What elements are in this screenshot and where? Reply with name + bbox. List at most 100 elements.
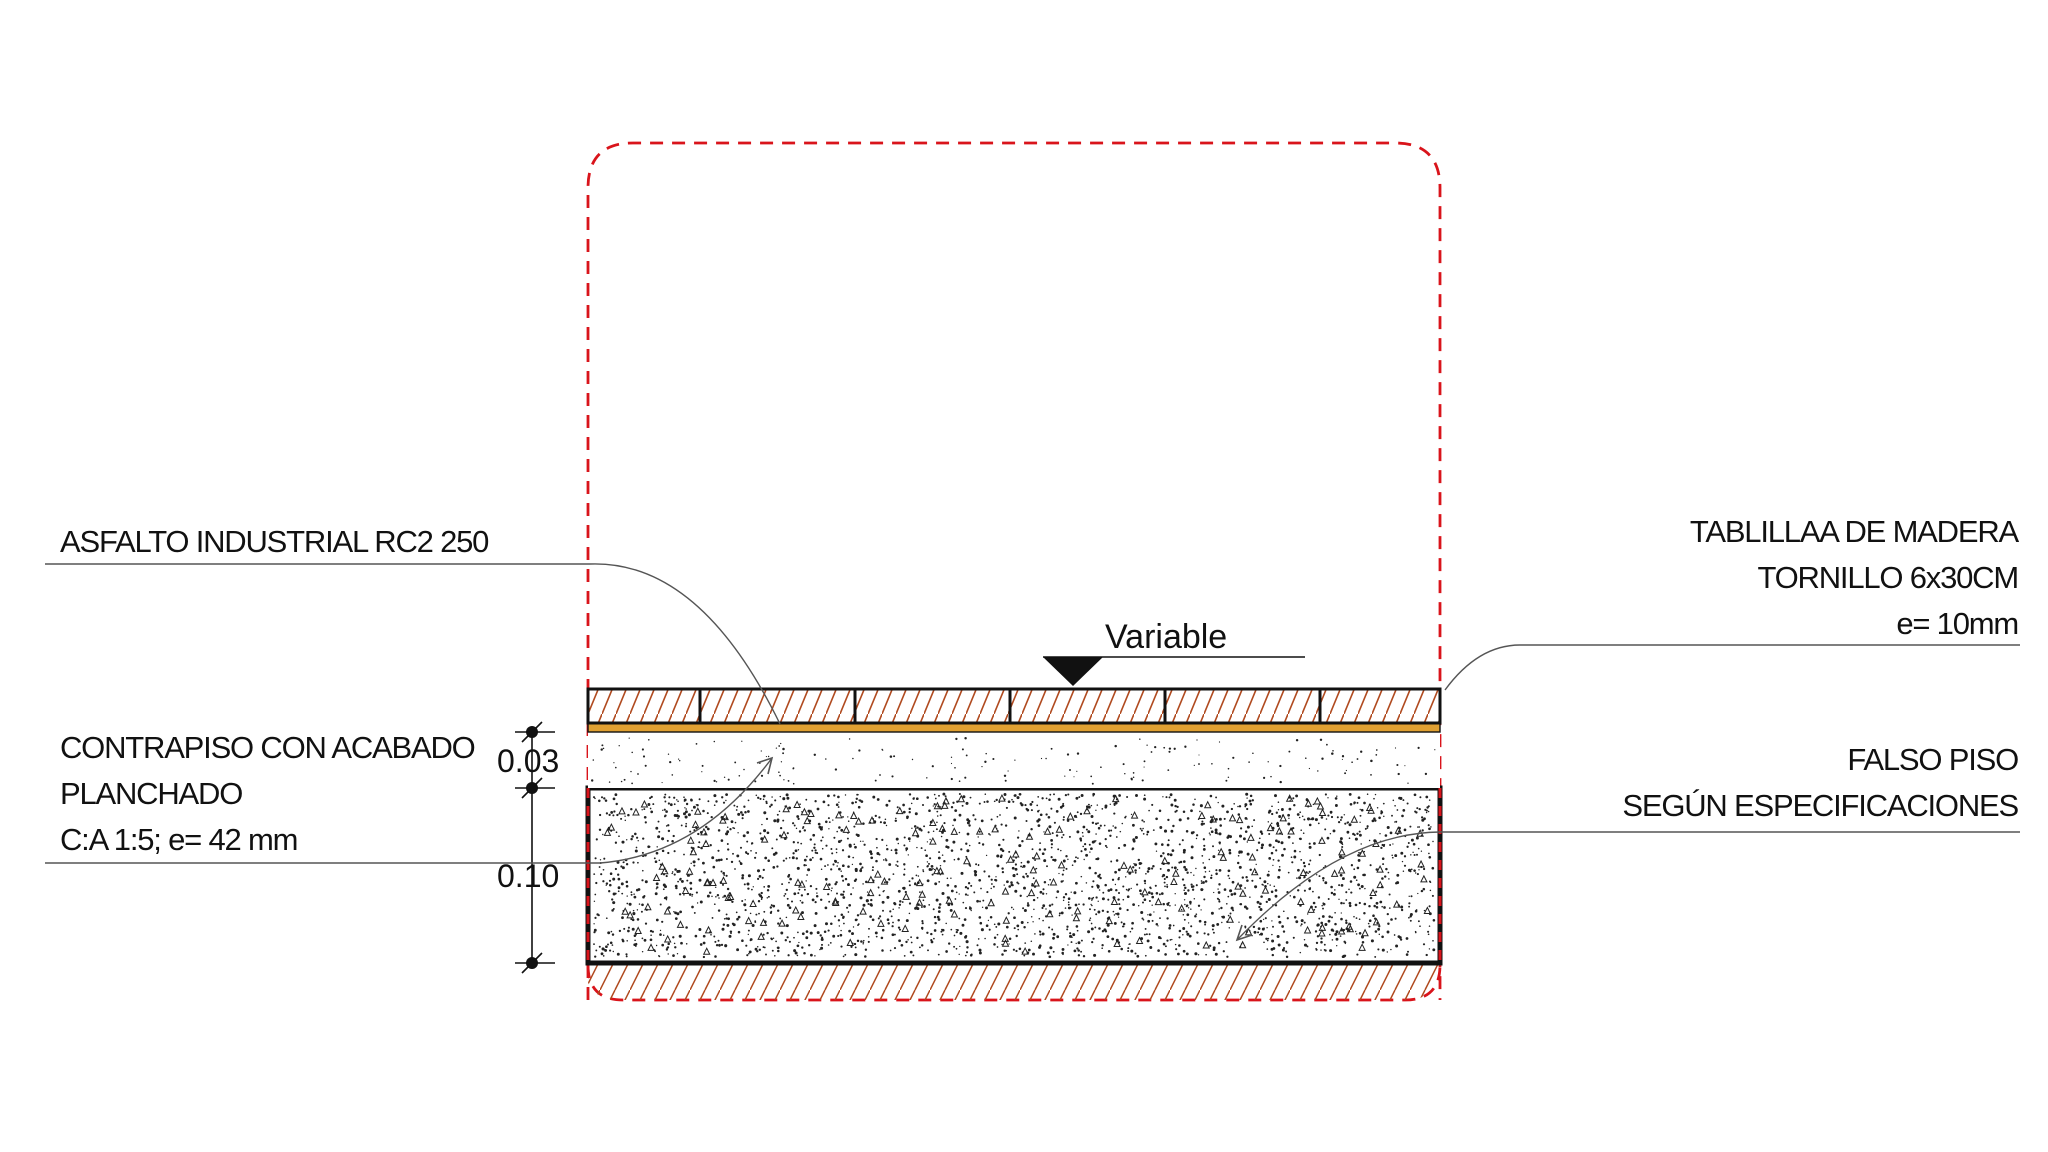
speckle-dot [794, 849, 798, 853]
aggregate-mark [1244, 927, 1253, 936]
speckle-dot [984, 937, 986, 940]
speckle-dot [1274, 794, 1277, 798]
speckle-dot [875, 837, 878, 841]
speckle-dot [1295, 738, 1299, 742]
speckle-dot [598, 866, 601, 868]
speckle-dot [1152, 864, 1155, 868]
speckle-dot [1273, 885, 1276, 888]
speckle-dot [891, 933, 895, 937]
speckle-dot [643, 815, 647, 819]
speckle-dot [1390, 918, 1393, 921]
speckle-dot [847, 816, 849, 818]
speckle-dot [1007, 800, 1011, 804]
aggregate-mark [1032, 851, 1041, 860]
aggregate-mark [902, 892, 910, 900]
speckle-dot [1030, 916, 1033, 918]
speckle-dot [862, 840, 864, 842]
speckle-dot [667, 851, 670, 855]
speckle-dot [926, 777, 928, 779]
speckle-dot [1096, 884, 1099, 887]
speckle-dot [1050, 856, 1053, 859]
speckle-dot [1150, 892, 1154, 895]
speckle-dot [661, 782, 663, 784]
speckle-dot [734, 868, 736, 870]
speckle-dot [908, 793, 912, 796]
speckle-dot [736, 805, 739, 808]
speckle-dot [1282, 947, 1286, 950]
speckle-dot [767, 755, 770, 758]
speckle-dot [961, 923, 965, 927]
speckle-dot [1075, 856, 1077, 859]
speckle-dot [1336, 945, 1338, 947]
speckle-dot [1198, 754, 1200, 756]
speckle-dot [879, 915, 882, 918]
aggregate-mark [929, 836, 937, 845]
speckle-dot [996, 815, 999, 818]
speckle-dot [1400, 905, 1404, 909]
speckle-dot [936, 815, 939, 817]
speckle-dot [741, 740, 743, 742]
speckle-dot [824, 906, 828, 910]
speckle-dot [654, 892, 658, 896]
speckle-dot [1239, 902, 1243, 906]
speckle-dot [889, 755, 893, 758]
label-tablilla-line2: TORNILLO 6x30CM [1757, 560, 2018, 595]
speckle-dot [777, 949, 780, 953]
speckle-dot [1010, 881, 1013, 884]
speckle-dot [1303, 921, 1306, 924]
speckle-dot [760, 750, 762, 752]
speckle-dot [772, 937, 775, 939]
speckle-dot [1011, 884, 1014, 887]
speckle-dot [1178, 843, 1181, 846]
speckle-dot [1034, 933, 1036, 935]
aggregate-mark [975, 826, 984, 835]
speckle-dot [751, 888, 753, 891]
speckle-dot [870, 898, 873, 902]
speckle-dot [805, 930, 809, 933]
speckle-dot [747, 887, 750, 890]
speckle-dot [1174, 893, 1176, 895]
speckle-dot [840, 893, 843, 896]
speckle-dot [1182, 850, 1186, 854]
speckle-dot [727, 778, 730, 781]
speckle-dot [1210, 827, 1212, 829]
speckle-dot [1281, 853, 1284, 857]
aggregate-mark [703, 878, 711, 887]
speckle-dot [734, 761, 737, 764]
speckle-dot [798, 830, 802, 833]
speckle-dot [840, 874, 844, 878]
speckle-dot [706, 894, 710, 898]
speckle-dot [795, 827, 798, 830]
speckle-dot [608, 813, 611, 817]
speckle-dot [1335, 930, 1339, 934]
speckle-dot [1075, 796, 1079, 800]
speckle-dot [1139, 738, 1141, 740]
speckle-dot [1041, 906, 1044, 910]
speckle-dot [978, 948, 982, 952]
speckle-dot [1236, 861, 1240, 865]
speckle-dot [1129, 930, 1132, 933]
speckle-dot [1267, 937, 1270, 940]
speckle-dot [722, 801, 726, 804]
speckle-dot [715, 859, 719, 862]
speckle-dot [751, 923, 755, 928]
speckle-dot [1293, 855, 1297, 859]
aggregate-mark [647, 943, 655, 951]
speckle-dot [625, 953, 628, 956]
speckle-dot [683, 812, 686, 816]
speckle-dot [999, 847, 1003, 851]
aggregate-mark [880, 876, 889, 885]
speckle-dot [630, 891, 633, 894]
speckle-dot [885, 803, 889, 807]
speckle-dot [1373, 917, 1377, 920]
aggregate-mark [681, 886, 690, 894]
speckle-dot [1360, 808, 1364, 812]
speckle-dot [941, 928, 945, 932]
speckle-dot [907, 837, 911, 841]
speckle-dot [713, 935, 716, 938]
speckle-dot [1069, 906, 1072, 909]
speckle-dot [1195, 837, 1198, 840]
speckle-dot [1076, 770, 1078, 772]
speckle-dot [989, 834, 991, 836]
speckle-dot [1043, 859, 1047, 863]
